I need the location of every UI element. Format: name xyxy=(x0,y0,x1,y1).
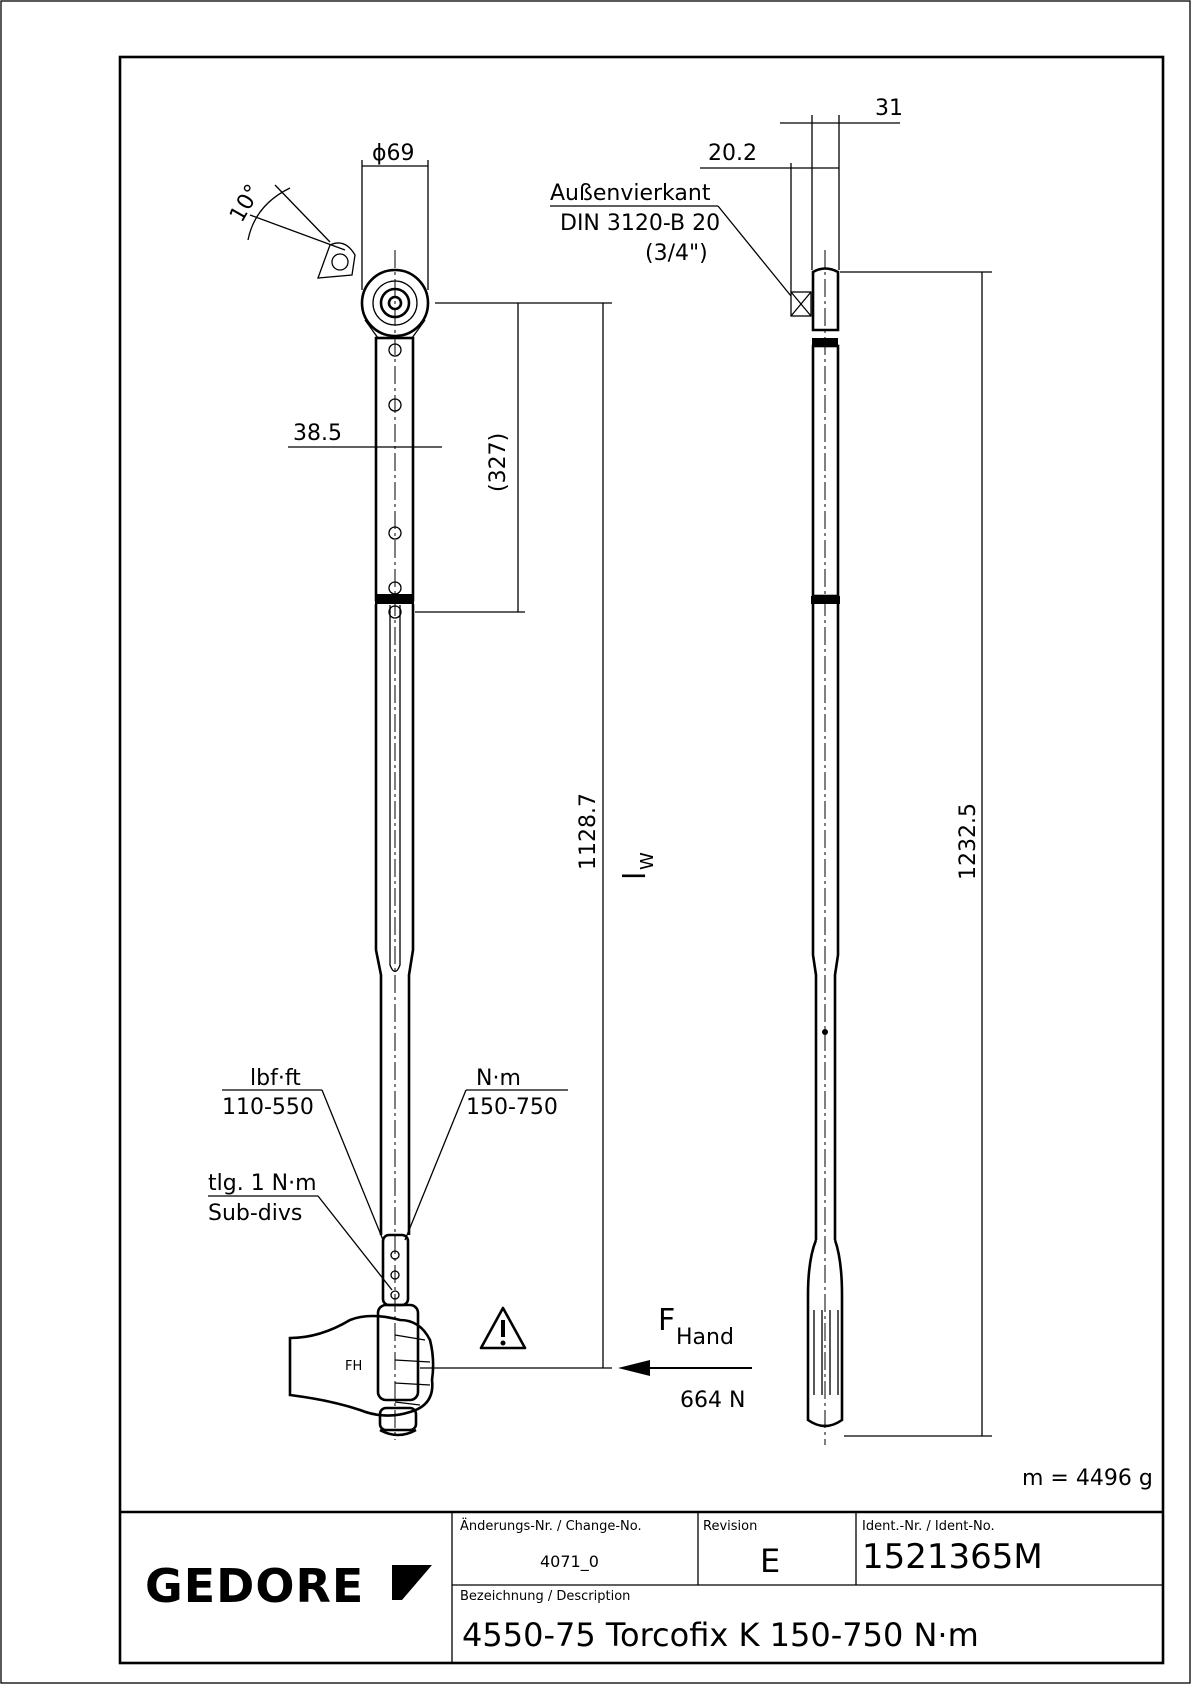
overall-length-dimension: 1232.5 xyxy=(956,803,981,880)
force-subscript: Hand xyxy=(676,1325,734,1350)
angle-dimension: 10° xyxy=(225,180,266,226)
nm-unit-label: N·m xyxy=(476,1066,521,1091)
force-symbol: F xyxy=(658,1303,675,1338)
description-value: 4550-75 Torcofix K 150-750 N·m xyxy=(462,1616,979,1654)
head-diameter-dimension: ϕ69 xyxy=(372,141,415,166)
force-arrow-icon xyxy=(618,1360,650,1376)
right-dimensions: 31 20.2 Außenvierkant DIN 3120-B 20 (3/4… xyxy=(550,96,992,1437)
revision-label: Revision xyxy=(703,1519,757,1534)
effective-length-dimension: 1128.7 xyxy=(576,793,601,870)
square-drive-standard: DIN 3120-B 20 xyxy=(560,211,720,236)
ident-no-label: Ident.-Nr. / Ident-No. xyxy=(862,1519,995,1534)
square-drive-title: Außenvierkant xyxy=(550,181,711,206)
wrench-top-view xyxy=(360,250,430,1440)
warning-icon xyxy=(479,1306,527,1350)
scale-callouts: lbf·ft 110-550 N·m 150-750 tlg. 1 N·m Su… xyxy=(208,1066,568,1291)
change-no-label: Änderungs-Nr. / Change-No. xyxy=(460,1518,642,1534)
square-offset-dimension: 20.2 xyxy=(708,141,757,166)
wrench-side-view xyxy=(790,250,844,1445)
logo-mark-icon xyxy=(392,1565,432,1600)
subdivision-label-en: Sub-divs xyxy=(208,1201,302,1226)
ratchet-angle-detail: 10° xyxy=(225,180,356,279)
head-thickness-dimension: 31 xyxy=(875,96,903,121)
shaft-width-dimension: 38.5 xyxy=(293,421,342,446)
change-no-value: 4071_0 xyxy=(540,1552,599,1572)
mass-label: m = 4496 g xyxy=(1022,1466,1153,1491)
hand-force: F Hand 664 N xyxy=(618,1303,752,1413)
grip-spacing-dimension: (327) xyxy=(486,433,511,492)
lbf-range-label: 110-550 xyxy=(222,1095,314,1120)
hand-illustration: FH xyxy=(288,1314,435,1417)
hand-force-label: FH xyxy=(345,1359,362,1374)
ident-no-value: 1521365M xyxy=(862,1537,1043,1577)
left-dimensions: ϕ69 38.5 (327) 1128.7 l W xyxy=(288,141,658,1369)
drawing-frame xyxy=(118,55,1165,1665)
force-value: 664 N xyxy=(680,1388,745,1413)
effective-length-subscript: W xyxy=(637,852,658,870)
nm-range-label: 150-750 xyxy=(466,1095,558,1120)
lbf-unit-label: lbf·ft xyxy=(250,1066,301,1091)
revision-value: E xyxy=(760,1542,780,1580)
description-label: Bezeichnung / Description xyxy=(460,1589,630,1604)
square-drive-size: (3/4") xyxy=(645,241,708,266)
effective-length-symbol: l xyxy=(618,872,653,880)
gedore-logo: GEDORE xyxy=(145,1559,364,1613)
title-block: GEDORE Änderungs-Nr. / Change-No. 4071_0… xyxy=(120,1510,1163,1663)
subdivision-label-de: tlg. 1 N·m xyxy=(208,1171,317,1196)
